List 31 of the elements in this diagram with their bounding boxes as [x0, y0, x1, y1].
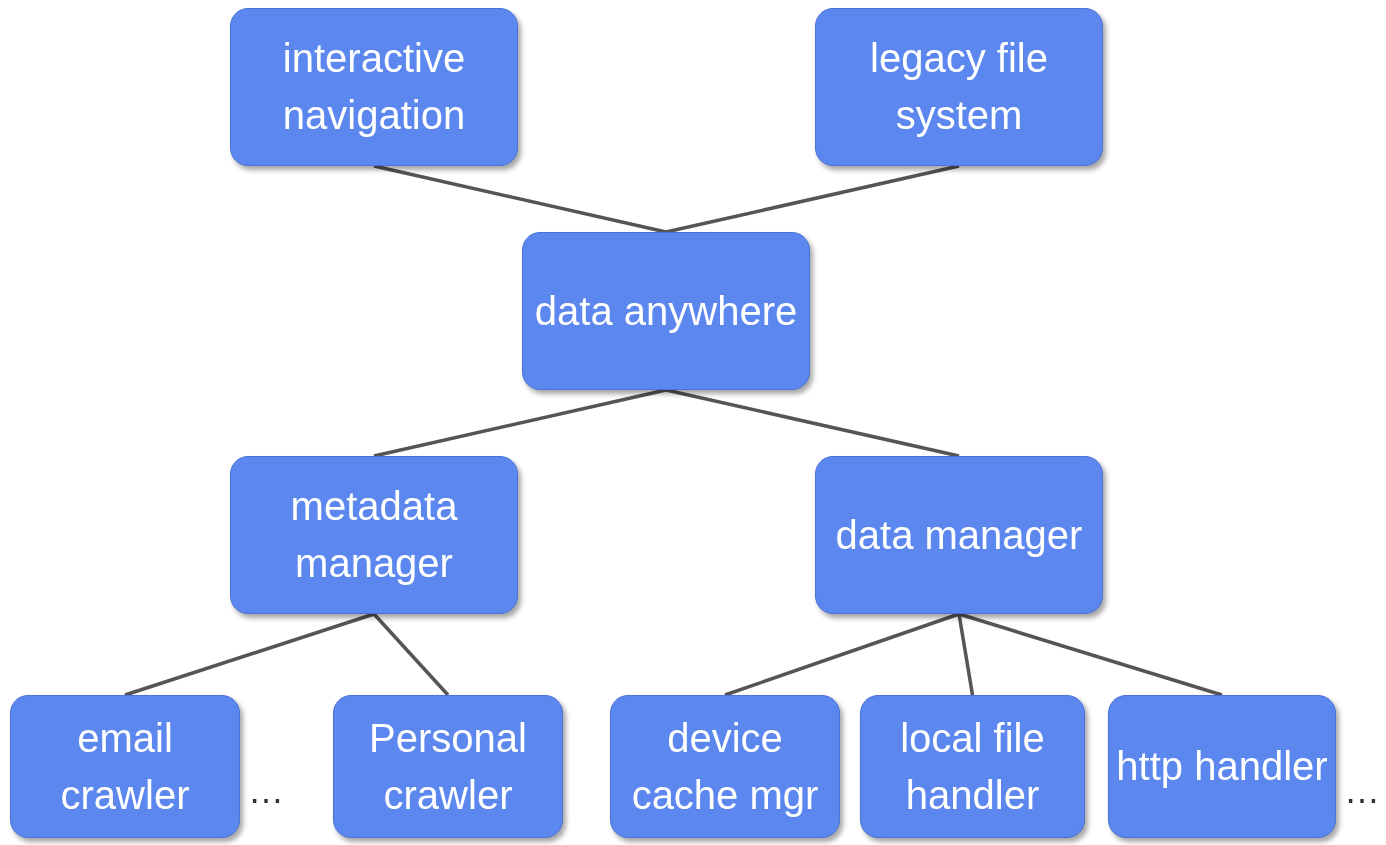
component-box [10, 695, 240, 838]
component-label: data manager [835, 511, 1083, 559]
connector-line [372, 612, 450, 697]
connector-line [373, 164, 667, 234]
connector-line [958, 612, 1223, 697]
connector-line [124, 612, 375, 697]
component-label: metadata manager [289, 483, 459, 587]
component-box [522, 232, 810, 390]
component-label: interactive navigation [281, 35, 467, 139]
connector-line [957, 613, 975, 696]
component-label: http handler [1116, 743, 1328, 790]
component-label: email crawler [59, 714, 191, 819]
component-box [860, 695, 1085, 838]
component-box [1108, 695, 1336, 838]
component-label: data anywhere [534, 287, 798, 335]
component-label: legacy file system [869, 35, 1049, 139]
component-box [333, 695, 563, 838]
connector-line [665, 388, 960, 458]
ellipsis-label: … [1344, 770, 1380, 812]
connector-line [373, 388, 667, 458]
connector-line [665, 164, 960, 234]
component-box [610, 695, 840, 838]
component-label: device cache mgr [630, 714, 820, 819]
component-label: Personal crawler [368, 714, 528, 819]
component-box [230, 8, 518, 166]
connector-line [724, 612, 960, 697]
component-box [230, 456, 518, 614]
component-label: local file handler [899, 714, 1046, 819]
component-box [815, 456, 1103, 614]
component-box [815, 8, 1103, 166]
ellipsis-label: … [248, 770, 284, 812]
